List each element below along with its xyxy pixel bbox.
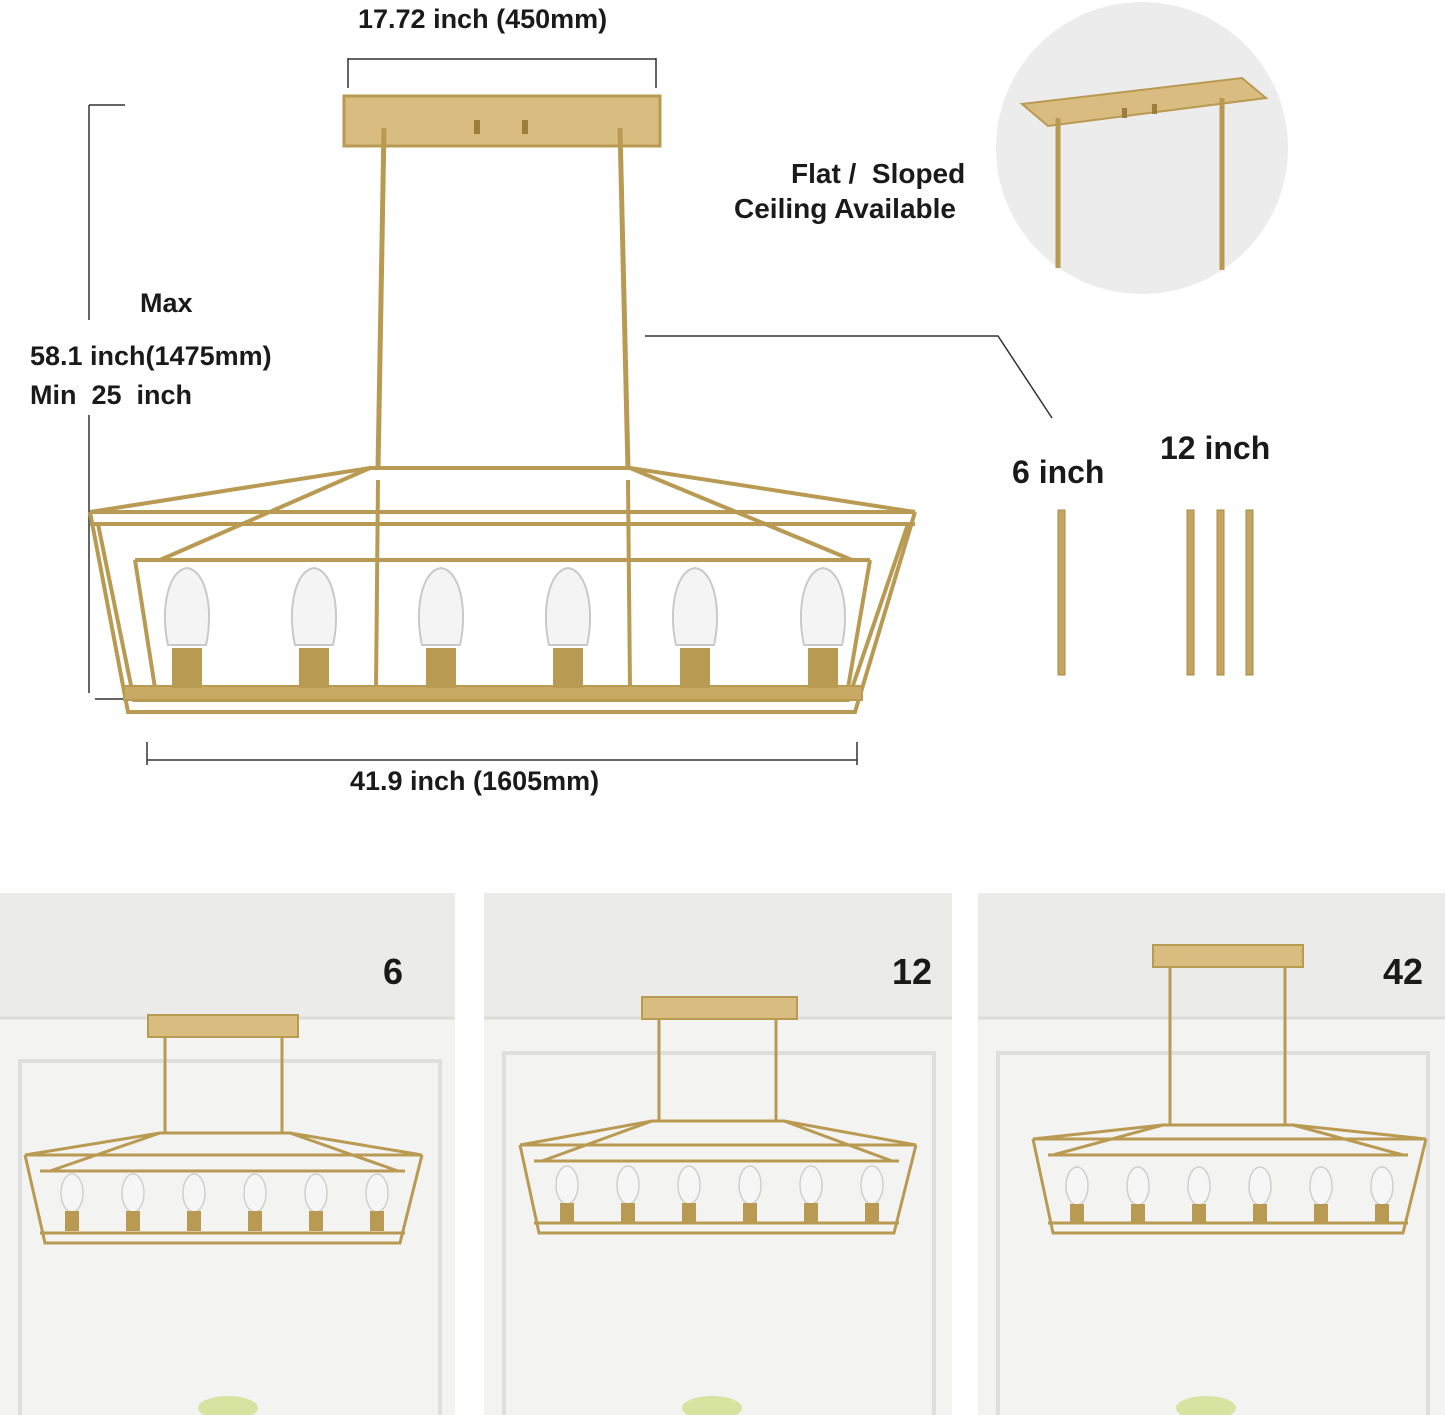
ceiling-note-line2: Ceiling Available xyxy=(734,193,956,224)
overall-width-dimension-line xyxy=(146,742,858,765)
chandelier-illustration xyxy=(88,94,917,714)
rod-12-inch-label: 12 inch xyxy=(1160,430,1271,466)
canopy-width-label: 17.72 inch (450mm) xyxy=(358,4,608,34)
bulb-1 xyxy=(163,566,211,688)
photo-panel-12: 12 xyxy=(484,893,952,1415)
rod-callout-line xyxy=(645,335,1053,419)
extension-rods xyxy=(1057,509,1254,676)
ceiling-note-line1: Flat / Sloped xyxy=(791,158,966,189)
bulb-2 xyxy=(290,566,338,688)
bulb-3 xyxy=(417,566,465,688)
overall-width-label: 41.9 inch (1605mm) xyxy=(350,766,600,796)
sloped-ceiling-inset xyxy=(996,2,1288,294)
rod-12-inch-1 xyxy=(1186,509,1195,676)
canopy xyxy=(342,94,662,148)
photo-panel-42: 42 xyxy=(978,893,1445,1415)
height-dimension-line xyxy=(88,104,125,700)
rod-6-inch-label: 6 inch xyxy=(1012,454,1105,490)
panel-label-6: 6 xyxy=(383,951,404,992)
rod-6-inch xyxy=(1057,509,1066,676)
min-height-label: Min 25 inch xyxy=(30,380,193,410)
bulbs xyxy=(163,566,847,688)
bulb-5 xyxy=(671,566,719,688)
max-height-value: 58.1 inch(1475mm) xyxy=(30,341,272,371)
max-label: Max xyxy=(140,288,193,318)
main-diagram xyxy=(88,2,1288,765)
panel-label-42: 42 xyxy=(1383,951,1424,992)
bulb-4 xyxy=(544,566,592,688)
photo-panel-6: 6 xyxy=(0,893,455,1415)
bulb-6 xyxy=(799,566,847,688)
canopy-width-dimension-line xyxy=(347,58,657,88)
panel-label-12: 12 xyxy=(892,951,933,992)
rod-12-inch-3 xyxy=(1245,509,1254,676)
rod-12-inch-2 xyxy=(1216,509,1225,676)
